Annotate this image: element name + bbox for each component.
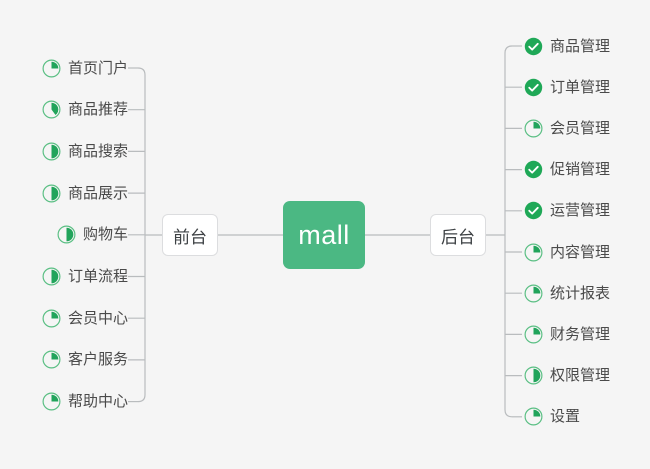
check-circle-icon <box>524 160 543 179</box>
leaf-label: 订单管理 <box>550 78 611 96</box>
check-circle-icon <box>524 78 543 96</box>
mindmap-leaf-frontend[interactable]: 商品推荐 <box>42 97 128 123</box>
mindmap-leaf-backend[interactable]: 会员管理 <box>524 115 610 141</box>
leaf-label: 会员管理 <box>550 119 611 137</box>
progress-pie-icon <box>42 309 61 328</box>
mindmap-leaf-frontend[interactable]: 首页门户 <box>42 55 128 81</box>
mindmap-leaf-backend[interactable]: 促销管理 <box>524 157 610 183</box>
progress-pie-icon <box>42 350 61 369</box>
leaf-label: 商品推荐 <box>67 101 128 119</box>
leaf-label: 商品展示 <box>67 184 128 202</box>
mindmap-leaf-frontend[interactable]: 商品展示 <box>42 180 128 206</box>
progress-pie-icon <box>42 142 61 161</box>
leaf-label: 帮助中心 <box>67 393 128 411</box>
leaf-label: 商品管理 <box>550 37 611 55</box>
leaf-label: 促销管理 <box>550 161 611 179</box>
root-node-mall[interactable]: mall <box>283 201 365 269</box>
progress-pie-icon <box>42 100 61 119</box>
mindmap-leaf-frontend[interactable]: 帮助中心 <box>42 389 128 415</box>
progress-pie-icon <box>42 184 61 203</box>
leaf-label: 首页门户 <box>67 59 128 77</box>
mindmap-leaf-backend[interactable]: 商品管理 <box>524 33 610 59</box>
leaf-label: 设置 <box>550 408 581 426</box>
branch-node-frontend[interactable]: 前台 <box>162 214 218 256</box>
leaf-label: 购物车 <box>82 226 128 244</box>
mindmap-leaf-frontend[interactable]: 购物车 <box>57 222 128 248</box>
progress-pie-icon <box>524 366 543 385</box>
mindmap-leaf-frontend[interactable]: 商品搜索 <box>42 138 128 164</box>
leaf-label: 商品搜索 <box>67 142 128 160</box>
check-circle-icon <box>524 37 543 55</box>
progress-pie-icon <box>524 325 543 344</box>
mindmap-leaf-frontend[interactable]: 客户服务 <box>42 347 128 373</box>
leaf-label: 内容管理 <box>550 243 611 261</box>
mindmap-leaf-backend[interactable]: 订单管理 <box>524 74 610 100</box>
check-circle-icon <box>524 202 543 220</box>
leaf-label: 客户服务 <box>67 351 128 369</box>
progress-pie-icon <box>42 267 61 286</box>
mindmap-leaf-backend[interactable]: 运营管理 <box>524 198 610 224</box>
progress-pie-icon <box>524 407 543 426</box>
mindmap-leaf-frontend[interactable]: 会员中心 <box>42 305 128 331</box>
leaf-label: 会员中心 <box>67 309 128 327</box>
progress-pie-icon <box>524 284 543 303</box>
leaf-label: 权限管理 <box>550 367 611 385</box>
mindmap-leaf-frontend[interactable]: 订单流程 <box>42 264 128 290</box>
progress-pie-icon <box>42 59 61 77</box>
progress-pie-icon <box>524 243 543 261</box>
progress-pie-icon <box>42 392 61 411</box>
leaf-label: 订单流程 <box>67 268 128 285</box>
leaf-label: 财务管理 <box>550 325 611 343</box>
branch-node-backend[interactable]: 后台 <box>430 214 486 256</box>
progress-pie-icon <box>524 119 543 138</box>
mindmap-leaf-backend[interactable]: 设置 <box>524 404 580 430</box>
progress-pie-icon <box>57 225 76 244</box>
leaf-label: 统计报表 <box>550 284 611 302</box>
mindmap-leaf-backend[interactable]: 内容管理 <box>524 239 610 265</box>
mindmap-leaf-backend[interactable]: 财务管理 <box>524 321 610 347</box>
leaf-label: 运营管理 <box>550 202 611 220</box>
mindmap-leaf-backend[interactable]: 统计报表 <box>524 280 610 306</box>
mindmap-leaf-backend[interactable]: 权限管理 <box>524 363 610 389</box>
